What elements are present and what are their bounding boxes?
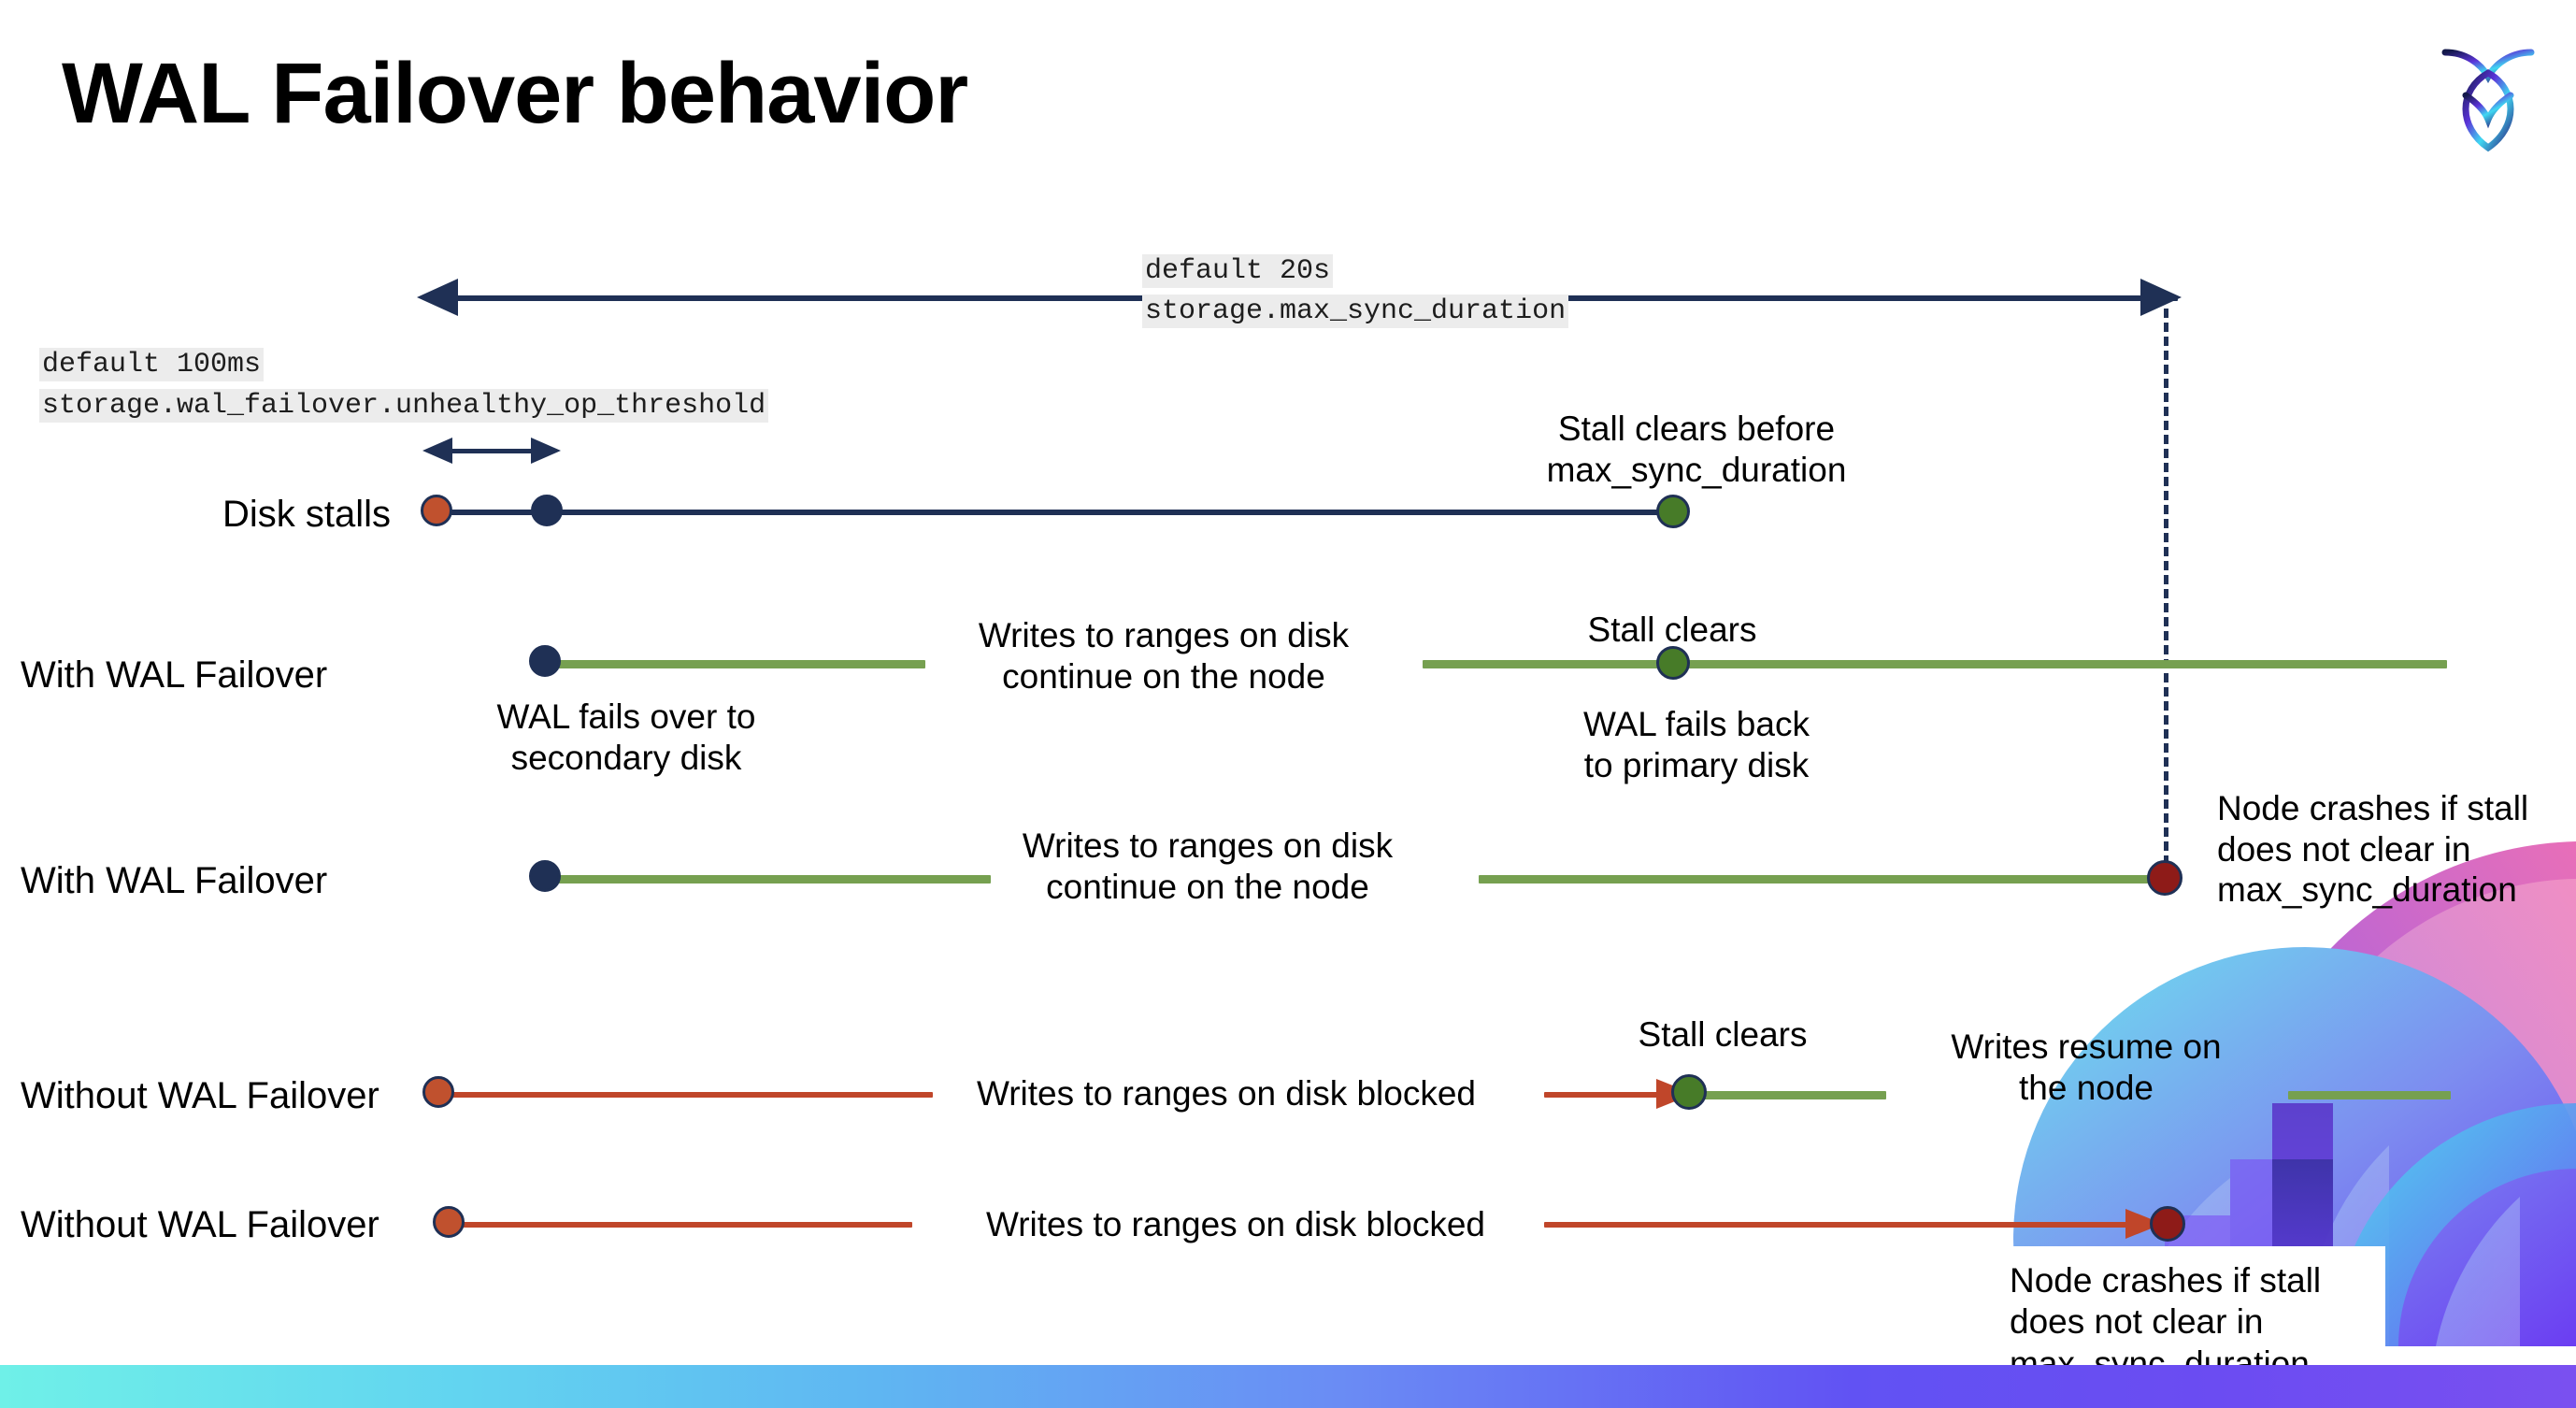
max-sync-arrow-left-head [417,279,458,316]
note-stall-clears-1: Stall clears [1587,611,1757,649]
without-failover-1-start-dot [422,1076,454,1108]
max-sync-setting-chip: storage.max_sync_duration [1142,295,1569,328]
without-failover-2-start-dot [433,1206,465,1238]
disk-stalls-timeline [439,510,1682,515]
max-sync-default-chip: default 20s [1142,254,1334,288]
note-writes-resume: Writes resume on the node [1951,1027,2222,1107]
without-failover-2-blocked-b [1544,1222,2152,1228]
wal-failover-2-segment-b [1479,875,2172,884]
without-failover-1-blocked-a [447,1092,933,1098]
row-label-with-wal-failover-2: With WAL Failover [21,860,328,901]
unhealthy-setting-chip: storage.wal_failover.unhealthy_op_thresh… [39,389,769,423]
row-label-without-wal-failover-1: Without WAL Failover [21,1075,379,1116]
note-wal-fails-back: WAL fails back to primary disk [1583,705,1810,784]
note-stall-clears-before: Stall clears before max_sync_duration [1546,409,1847,489]
wal-failover-1-segment-b [1423,660,2447,668]
max-sync-setting-text: storage.max_sync_duration [1142,295,1569,328]
note-writes-continue-2: Writes to ranges on disk continue on the… [1022,826,1394,906]
wal-failover-1-clear-dot [1656,646,1690,680]
note-node-crashes-1: Node crashes if stall does not clear in … [2217,789,2529,910]
without-failover-1-blocked-b [1544,1092,1669,1098]
cockroachdb-logo-icon [2432,28,2544,159]
row-label-disk-stalls: Disk stalls [222,494,392,535]
unhealthy-setting-text: storage.wal_failover.unhealthy_op_thresh… [39,389,769,423]
without-failover-1-resume-segment [1694,1091,1886,1099]
row-label-with-wal-failover-1: With WAL Failover [21,654,328,696]
max-sync-default-text: default 20s [1142,254,1334,288]
note-writes-blocked-1: Writes to ranges on disk blocked [976,1074,1477,1113]
note-stall-clears-2: Stall clears [1638,1015,1808,1054]
disk-stalls-failover-dot [531,495,563,526]
unhealthy-default-chip: default 100ms [39,348,265,381]
wal-failover-2-failover-dot [529,860,561,892]
without-failover-1-clear-dot [1671,1074,1707,1110]
note-writes-blocked-2: Writes to ranges on disk blocked [985,1205,1486,1243]
max-sync-arrow-right-head [2140,279,2182,316]
without-failover-2-blocked-a [458,1222,912,1228]
wal-failover-2-crash-dot [2147,860,2182,896]
wal-failover-2-segment-a [542,875,991,884]
bottom-gradient-bar [0,1365,2576,1408]
max-sync-dashed-guide [2164,309,2168,879]
page-title: WAL Failover behavior [62,46,968,141]
without-failover-2-crash-dot [2150,1206,2185,1242]
wal-failover-1-segment-a [542,660,925,668]
unhealthy-threshold-span-line [439,449,542,453]
disk-stalls-start-dot [421,495,452,526]
wal-failover-1-failover-dot [529,645,561,677]
note-wal-fails-over: WAL fails over to secondary disk [496,697,756,777]
unhealthy-arrow-left-head [422,438,452,464]
row-label-without-wal-failover-2: Without WAL Failover [21,1204,379,1245]
unhealthy-default-text: default 100ms [39,348,265,381]
note-writes-continue-1: Writes to ranges on disk continue on the… [978,616,1350,696]
disk-stalls-clear-dot [1656,495,1690,528]
unhealthy-arrow-right-head [531,438,561,464]
without-failover-1-resume-segment-2 [2288,1091,2451,1099]
without-failover-2-arrowhead [2125,1209,2163,1239]
